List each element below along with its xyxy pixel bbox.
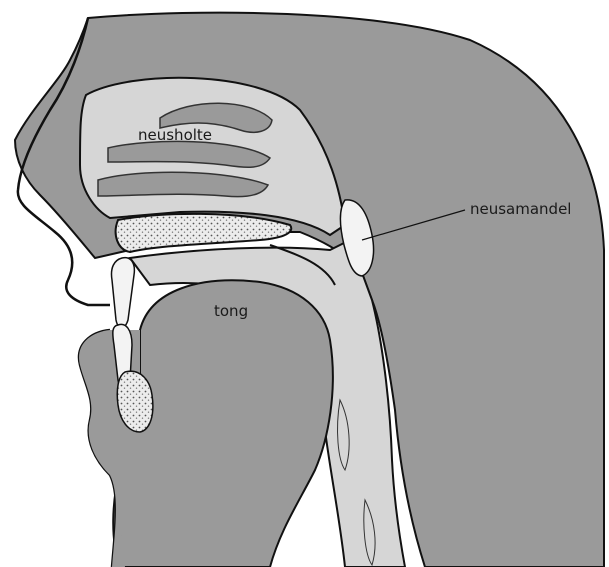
label-tongue: tong [214, 302, 248, 320]
label-nasal-cavity: neusholte [138, 126, 212, 144]
upper-tooth [111, 258, 134, 328]
hard-palate [116, 214, 292, 252]
label-adenoid: neusamandel [470, 200, 571, 218]
